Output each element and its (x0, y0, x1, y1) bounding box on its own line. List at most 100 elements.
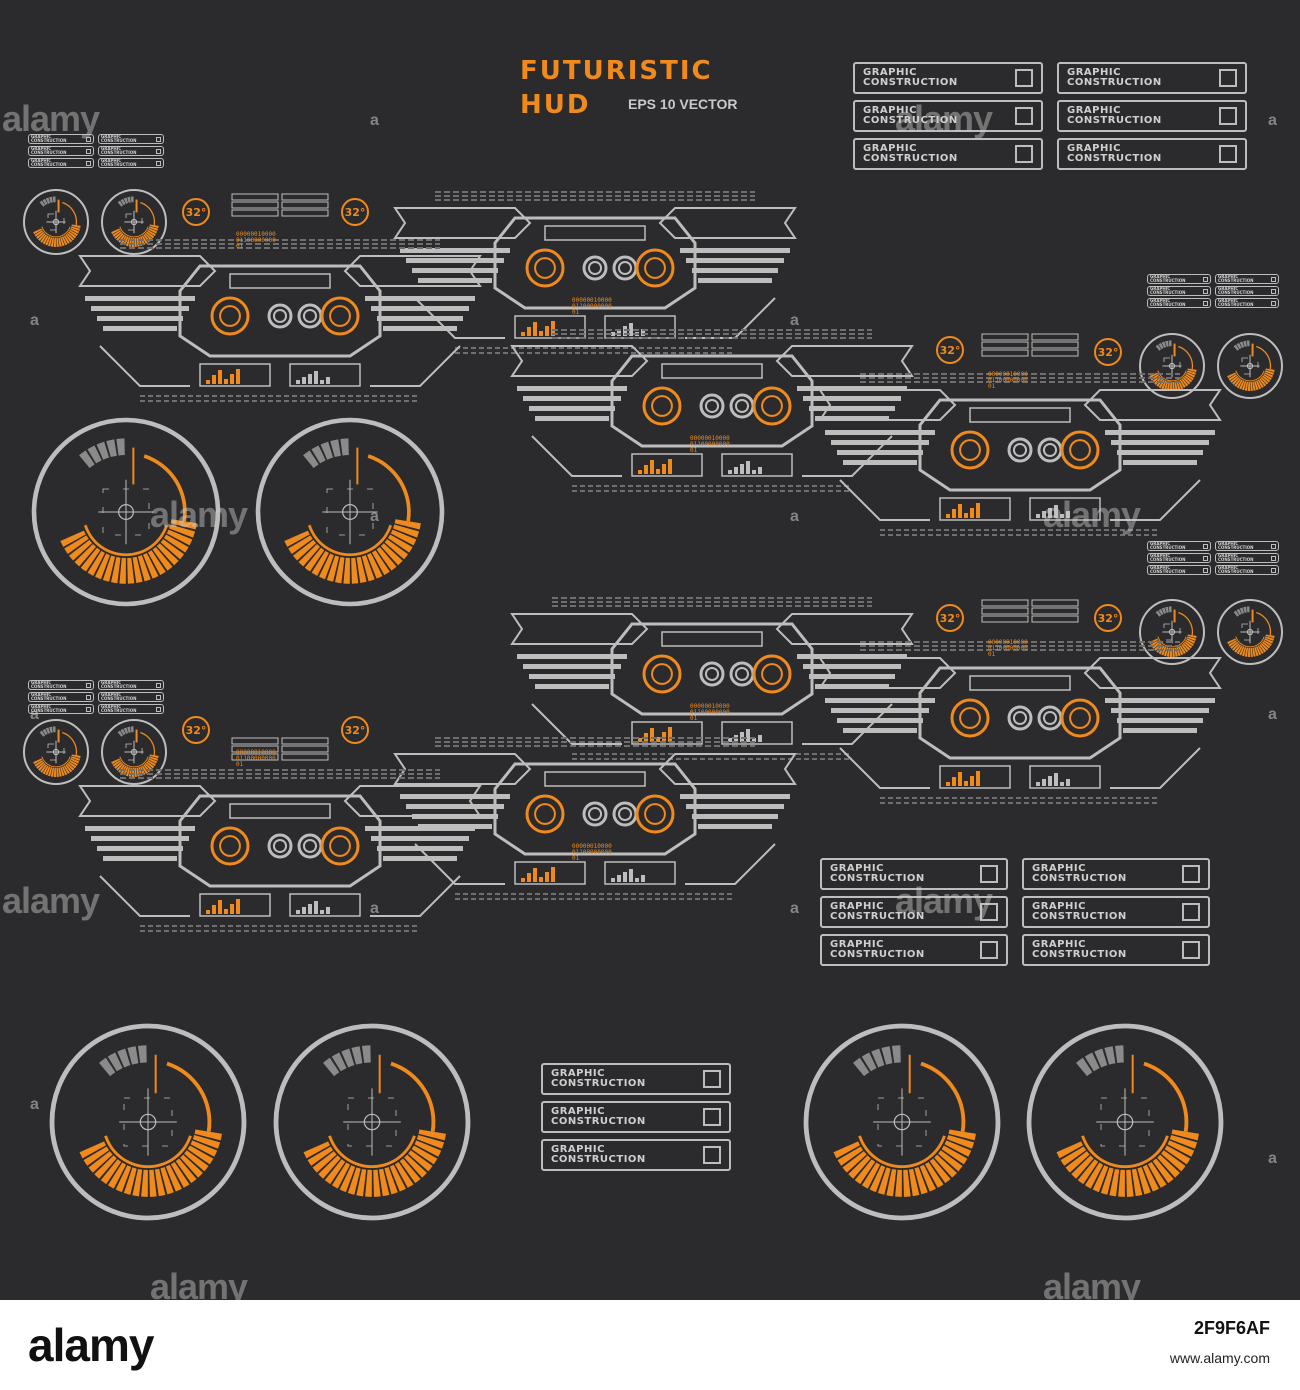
gauge-outer-ring (49, 1023, 247, 1221)
crosshair-brackets (47, 213, 65, 231)
wing-bar (1123, 728, 1197, 733)
gc-button[interactable]: GRAPHIC CONSTRUCTION (1022, 858, 1210, 890)
gauge-gray-segment (127, 196, 131, 203)
gauge-orange-segment (115, 1165, 132, 1193)
equalizer-bar (326, 907, 330, 914)
equalizer-bar (308, 904, 312, 914)
gauge-orange-segment (1244, 647, 1249, 657)
gc-button[interactable]: GRAPHIC CONSTRUCTION (820, 896, 1008, 928)
center-frame (178, 794, 382, 888)
gc-mini-button[interactable]: GRAPHIC CONSTRUCTION (98, 134, 164, 144)
gauge-orange-segment (288, 535, 313, 554)
gauge-orange-segment (929, 1158, 951, 1184)
gauge-gray-segment (1165, 606, 1169, 613)
gc-button[interactable]: GRAPHIC CONSTRUCTION (541, 1101, 731, 1133)
gauge-orange-segment (1060, 1146, 1087, 1166)
gc-mini-button[interactable]: GRAPHIC CONSTRUCTION (1215, 541, 1279, 551)
gc-mini-label: GRAPHIC CONSTRUCTION (101, 134, 137, 143)
gc-button[interactable]: GRAPHIC CONSTRUCTION (853, 100, 1043, 132)
gc-mini-button[interactable]: GRAPHIC CONSTRUCTION (98, 146, 164, 156)
gauge-thin-arc (143, 454, 187, 522)
gauge-orange-segment (1177, 646, 1184, 656)
gauge-orange-segment (42, 765, 49, 775)
gc-mini-button[interactable]: GRAPHIC CONSTRUCTION (1147, 274, 1211, 284)
gauge-orange-segment (1176, 381, 1181, 391)
gc-button[interactable]: GRAPHIC CONSTRUCTION (1057, 138, 1247, 170)
gc-mini-button[interactable]: GRAPHIC CONSTRUCTION (28, 158, 94, 168)
gc-mini-button[interactable]: GRAPHIC CONSTRUCTION (98, 704, 164, 714)
hud-artwork: FUTURISTIC HUD EPS 10 VECTOR GRAPHIC CON… (2, 56, 1283, 1300)
gc-mini-button[interactable]: GRAPHIC CONSTRUCTION (98, 692, 164, 702)
gc-mini-button[interactable]: GRAPHIC CONSTRUCTION (28, 146, 94, 156)
gauge-orange-segment (69, 759, 78, 767)
gauge-orange-segment (1236, 379, 1243, 389)
gc-mini-button[interactable]: GRAPHIC CONSTRUCTION (1147, 286, 1211, 296)
gauge-orange-segment (1244, 381, 1249, 391)
gauge-orange-segment (1254, 647, 1259, 657)
gc-mini-button[interactable]: GRAPHIC CONSTRUCTION (1215, 565, 1279, 575)
gc-label: GRAPHIC CONSTRUCTION (830, 939, 925, 960)
gc-button[interactable]: GRAPHIC CONSTRUCTION (853, 62, 1043, 94)
gc-button[interactable]: GRAPHIC CONSTRUCTION (541, 1063, 731, 1095)
binary-readout: 00000010000 01100000000 01 (236, 749, 276, 768)
gauge-inner-arc (858, 1135, 946, 1169)
gc-mini-button[interactable]: GRAPHIC CONSTRUCTION (1147, 541, 1211, 551)
gauge-orange-segment (1171, 1129, 1199, 1141)
checkbox-icon (156, 694, 161, 700)
gc-mini-button[interactable]: GRAPHIC CONSTRUCTION (28, 692, 94, 702)
gc-button[interactable]: GRAPHIC CONSTRUCTION (820, 858, 1008, 890)
wing-bar (692, 814, 778, 819)
gauge-orange-segment (168, 524, 196, 538)
gc-mini-button[interactable]: GRAPHIC CONSTRUCTION (1215, 286, 1279, 296)
gc-mini-button[interactable]: GRAPHIC CONSTRUCTION (28, 704, 94, 714)
gauge-orange-segment (903, 1169, 911, 1197)
checkbox-icon (1271, 555, 1276, 561)
gc-mini-button[interactable]: GRAPHIC CONSTRUCTION (1147, 553, 1211, 563)
gauge-gray-segment (52, 726, 56, 733)
gc-mini-label: GRAPHIC CONSTRUCTION (31, 692, 67, 701)
wing-bar (406, 804, 504, 809)
equalizer-bar (617, 329, 621, 336)
equalizer-bar (212, 905, 216, 914)
gauge-orange-segment (63, 235, 70, 244)
gc-mini-button[interactable]: GRAPHIC CONSTRUCTION (1147, 298, 1211, 308)
gc-button[interactable]: GRAPHIC CONSTRUCTION (1057, 62, 1247, 94)
wing-bar (825, 430, 935, 435)
gc-mini-button[interactable]: GRAPHIC CONSTRUCTION (98, 680, 164, 690)
gc-mini-button[interactable]: GRAPHIC CONSTRUCTION (98, 158, 164, 168)
gauge-orange-segment (71, 754, 81, 759)
gauge-orange-segment (411, 1145, 438, 1165)
equalizer-bar (296, 380, 300, 384)
gc-button[interactable]: GRAPHIC CONSTRUCTION (541, 1139, 731, 1171)
dial-core (651, 663, 673, 685)
wing-bar (1123, 460, 1197, 465)
gc-mini-button[interactable]: GRAPHIC CONSTRUCTION (1215, 274, 1279, 284)
gauge-orange-segment (1264, 636, 1275, 641)
gc-mini-button[interactable]: GRAPHIC CONSTRUCTION (1147, 565, 1211, 575)
gauge-orange-segment (192, 1135, 221, 1149)
gc-mini-button[interactable]: GRAPHIC CONSTRUCTION (1215, 298, 1279, 308)
gauge-orange-segment (190, 1140, 218, 1157)
watermark-text: alamy (2, 880, 100, 921)
gc-button[interactable]: GRAPHIC CONSTRUCTION (1022, 934, 1210, 966)
gauge-orange-segment (144, 762, 153, 771)
gauge-orange-segment (1228, 374, 1238, 381)
gauge-thin-arc (390, 1061, 436, 1132)
gc-button[interactable]: GRAPHIC CONSTRUCTION (1057, 100, 1247, 132)
gc-mini-button[interactable]: GRAPHIC CONSTRUCTION (28, 680, 94, 690)
checkbox-icon (1203, 276, 1208, 282)
equalizer-box (1029, 497, 1101, 521)
mini-label-box (981, 333, 1029, 341)
gc-mini-label: GRAPHIC CONSTRUCTION (1150, 274, 1186, 283)
gauge-inner-arc (119, 756, 149, 768)
wing-left (818, 389, 957, 421)
gc-button[interactable]: GRAPHIC CONSTRUCTION (1022, 896, 1210, 928)
checkbox-icon (1203, 567, 1208, 573)
gauge-gray-segment (116, 438, 125, 456)
gc-label: GRAPHIC CONSTRUCTION (1067, 143, 1162, 164)
gc-mini-label: GRAPHIC CONSTRUCTION (31, 146, 67, 155)
gc-button[interactable]: GRAPHIC CONSTRUCTION (853, 138, 1043, 170)
gc-button[interactable]: GRAPHIC CONSTRUCTION (820, 934, 1008, 966)
gc-mini-button[interactable]: GRAPHIC CONSTRUCTION (28, 134, 94, 144)
gc-mini-button[interactable]: GRAPHIC CONSTRUCTION (1215, 553, 1279, 563)
